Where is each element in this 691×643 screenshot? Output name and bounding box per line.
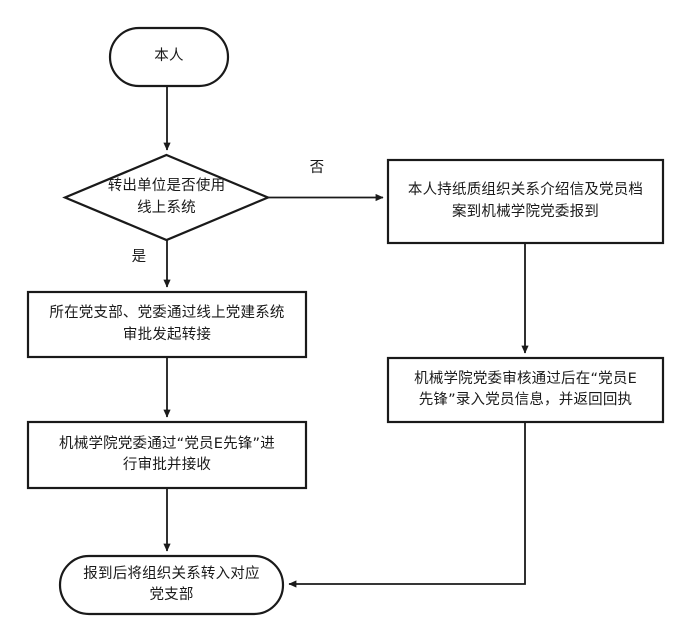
edge-entry-to-end (288, 422, 526, 588)
node-start-shape (108, 26, 230, 88)
edge-label-yes: 是 (131, 249, 147, 265)
node-decision-shape (62, 153, 271, 242)
node-paper-entry-shape (386, 356, 665, 424)
node-online-initiate-shape (26, 290, 308, 359)
node-paper-report-shape (386, 158, 665, 245)
node-online-approve-shape (26, 420, 308, 490)
edge-label-no: 否 (309, 160, 325, 176)
node-end-shape (58, 554, 285, 616)
